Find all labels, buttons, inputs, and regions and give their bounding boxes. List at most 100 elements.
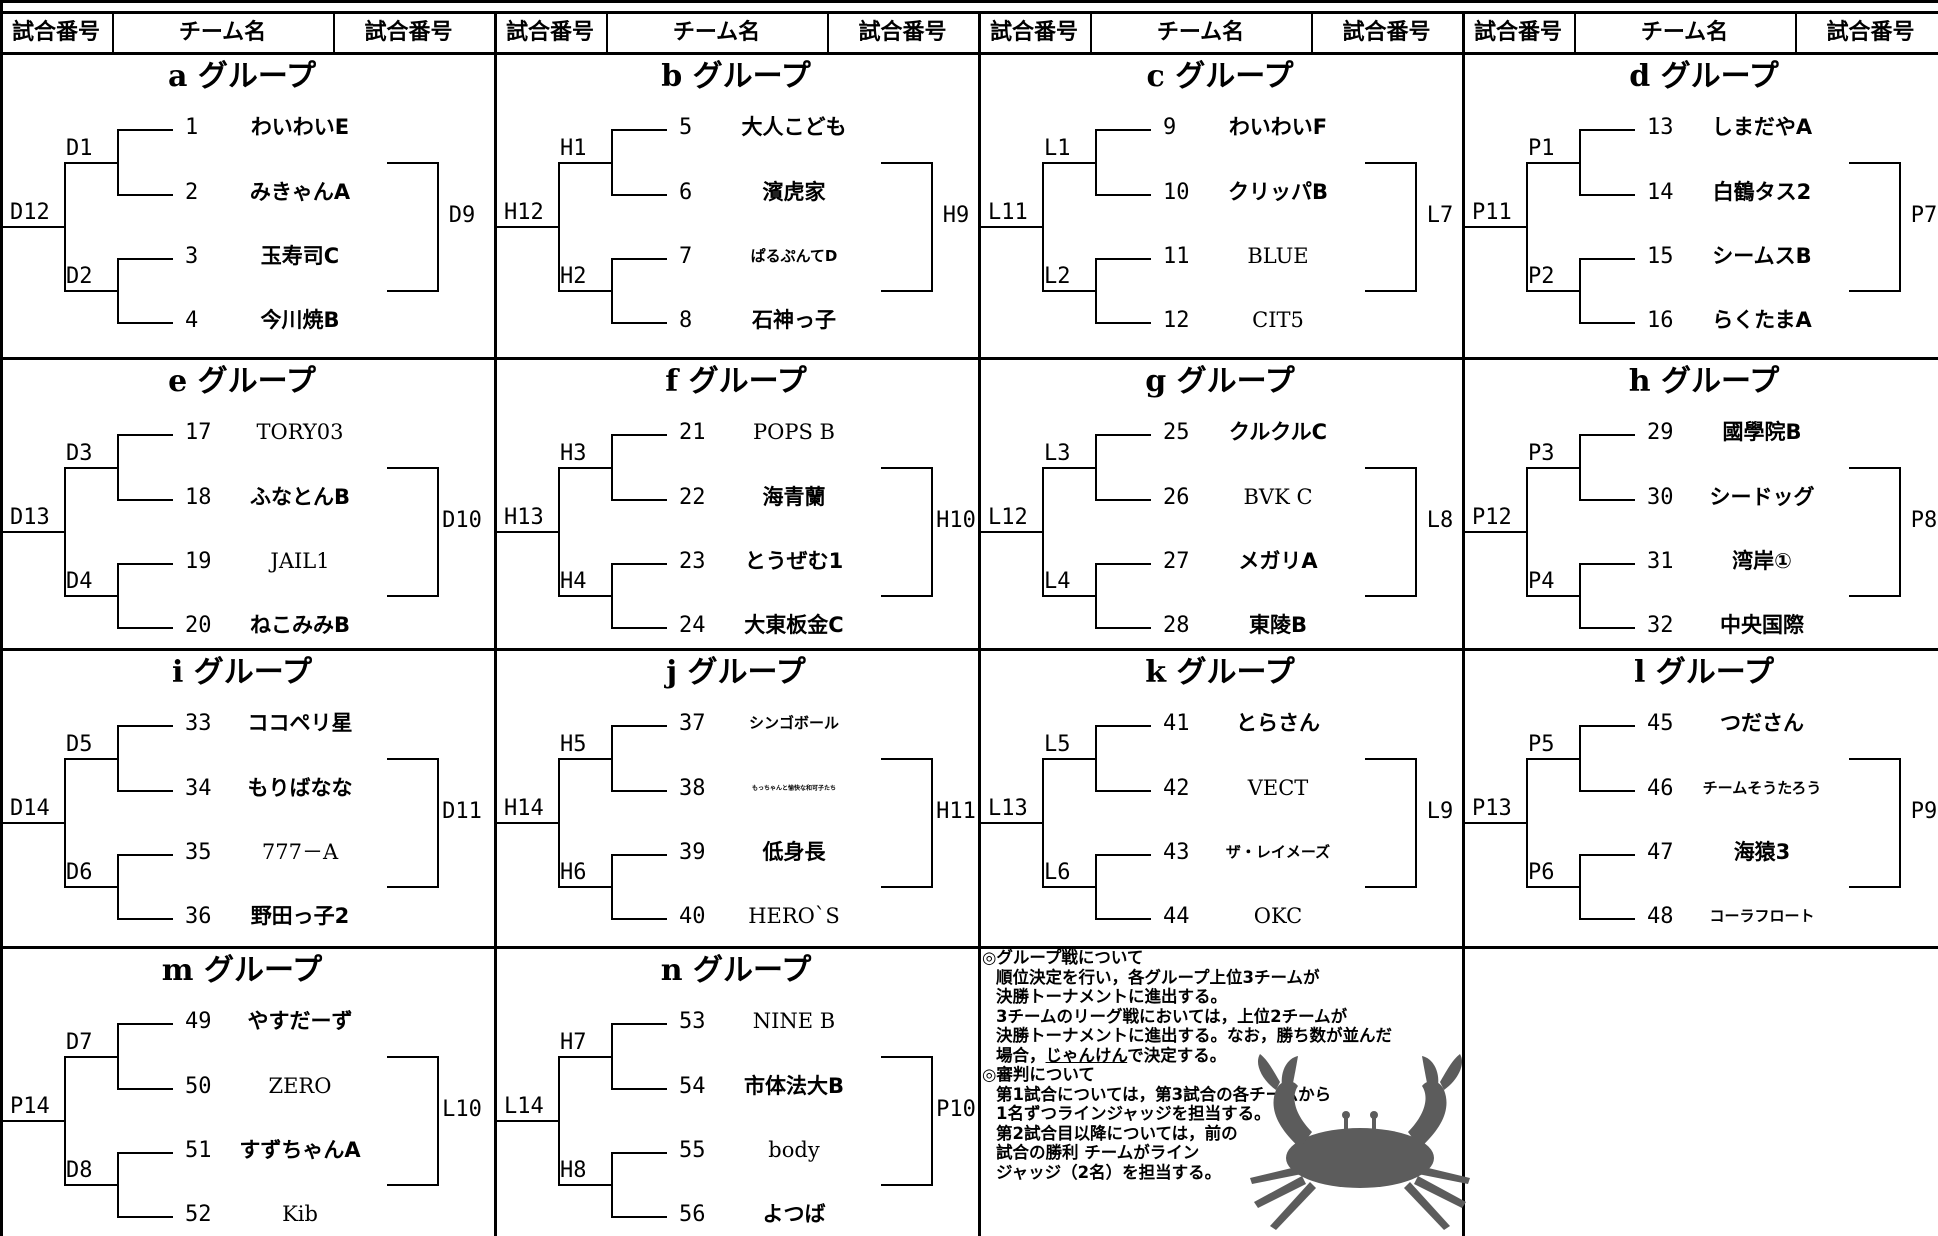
bracket-line xyxy=(1526,595,1581,597)
team-line xyxy=(117,563,173,565)
team-name: シードッグ xyxy=(1709,485,1815,509)
bracket-line xyxy=(64,758,119,760)
team-line xyxy=(117,1088,173,1090)
team-line xyxy=(117,499,173,501)
bracket-line xyxy=(1415,467,1417,597)
header-match-number: 試合番号 xyxy=(989,20,1078,45)
header-team-name: チーム名 xyxy=(1156,20,1245,45)
match-label: H7 xyxy=(560,1030,587,1055)
bracket-line xyxy=(437,162,439,292)
team-line xyxy=(1579,129,1635,131)
team-name: 海猿3 xyxy=(1733,840,1791,864)
column-divider xyxy=(1462,11,1465,1236)
bracket-line xyxy=(881,467,933,469)
team-line xyxy=(1095,258,1151,260)
bracket-line xyxy=(437,758,439,888)
team-line xyxy=(611,1023,667,1025)
team-name: クリッパB xyxy=(1227,180,1328,204)
bracket-line xyxy=(881,595,933,597)
bracket-line xyxy=(387,758,439,760)
team-number: 32 xyxy=(1647,613,1674,638)
header-divider xyxy=(606,11,608,54)
team-name: やすだーず xyxy=(247,1009,353,1033)
team-number: 12 xyxy=(1163,308,1190,333)
match-label: P1 xyxy=(1528,136,1555,161)
team-line xyxy=(611,627,667,629)
notes-group-line-last: 場合，じゃんけんで決定する。 xyxy=(982,1046,1442,1066)
team-number: 34 xyxy=(185,776,212,801)
team-number: 17 xyxy=(185,420,212,445)
team-name: ふなとんB xyxy=(249,485,350,509)
team-number: 31 xyxy=(1647,549,1674,574)
notes-judge-heading: ◎審判について xyxy=(982,1065,1095,1084)
team-number: 21 xyxy=(679,420,706,445)
bracket-line xyxy=(387,162,439,164)
header-match-number: 試合番号 xyxy=(1342,20,1431,45)
bracket-line xyxy=(1526,758,1581,760)
match-label-final: P10 xyxy=(936,1097,976,1122)
team-name: みきゃんA xyxy=(249,180,351,204)
team-line xyxy=(1095,499,1151,501)
bracket-line xyxy=(387,1056,439,1058)
bracket-line xyxy=(1462,822,1528,824)
match-label-final: L7 xyxy=(1426,203,1454,228)
team-line xyxy=(611,790,667,792)
bracket-line xyxy=(1042,595,1097,597)
team-line xyxy=(611,258,667,260)
match-label: L1 xyxy=(1044,136,1071,161)
match-label: H5 xyxy=(560,732,587,757)
team-number: 46 xyxy=(1647,776,1674,801)
notes-text: 場合， xyxy=(996,1045,1046,1065)
team-line xyxy=(611,563,667,565)
team-line xyxy=(117,129,173,131)
bracket-line xyxy=(64,467,119,469)
match-label-outer: H12 xyxy=(504,200,544,225)
bracket-line xyxy=(1365,467,1417,469)
match-label-final: H11 xyxy=(936,799,976,824)
bracket-line xyxy=(881,1184,933,1186)
team-name: VECT xyxy=(1247,776,1309,800)
notes-judge-line: 試合の勝利 チームがライン xyxy=(996,1143,1200,1162)
bracket-line xyxy=(1849,467,1901,469)
team-name: 白鶴タス2 xyxy=(1712,180,1812,204)
header-match-number: 試合番号 xyxy=(505,20,594,45)
team-line xyxy=(117,258,173,260)
team-number: 5 xyxy=(679,115,693,140)
team-name: 大人こども xyxy=(741,115,847,139)
team-line xyxy=(1579,194,1635,196)
bracket-line xyxy=(1526,467,1581,469)
match-label: D4 xyxy=(66,569,93,594)
match-label: L6 xyxy=(1044,860,1071,885)
header-divider xyxy=(1311,11,1313,54)
bracket-line xyxy=(1042,758,1097,760)
match-label: P5 xyxy=(1528,732,1555,757)
bracket-line xyxy=(1849,886,1901,888)
match-label: H6 xyxy=(560,860,587,885)
team-number: 40 xyxy=(679,904,706,929)
match-label: D1 xyxy=(66,136,93,161)
team-name: らくたまA xyxy=(1712,308,1812,332)
team-name: 玉寿司C xyxy=(260,244,340,268)
header-team-name: チーム名 xyxy=(1640,20,1729,45)
column-divider xyxy=(494,11,497,1236)
team-number: 49 xyxy=(185,1009,212,1034)
bracket-line xyxy=(558,595,613,597)
match-label-final: L8 xyxy=(1426,508,1454,533)
team-number: 53 xyxy=(679,1009,706,1034)
team-name: 野田っ子2 xyxy=(250,904,350,928)
team-name: 市体法大B xyxy=(743,1074,844,1098)
bracket-line xyxy=(0,822,66,824)
bracket-line xyxy=(978,531,1044,533)
team-name: よつば xyxy=(762,1202,826,1226)
team-number: 38 xyxy=(679,776,706,801)
bracket-line xyxy=(558,467,613,469)
team-line xyxy=(1095,322,1151,324)
group-title: n グループ xyxy=(660,953,812,988)
match-label-final: P9 xyxy=(1910,799,1938,824)
team-name: チームそうたろう xyxy=(1702,779,1822,797)
match-label: H8 xyxy=(560,1158,587,1183)
match-label: P2 xyxy=(1528,264,1555,289)
match-label-outer: L12 xyxy=(988,505,1028,530)
bracket-line xyxy=(1365,162,1417,164)
